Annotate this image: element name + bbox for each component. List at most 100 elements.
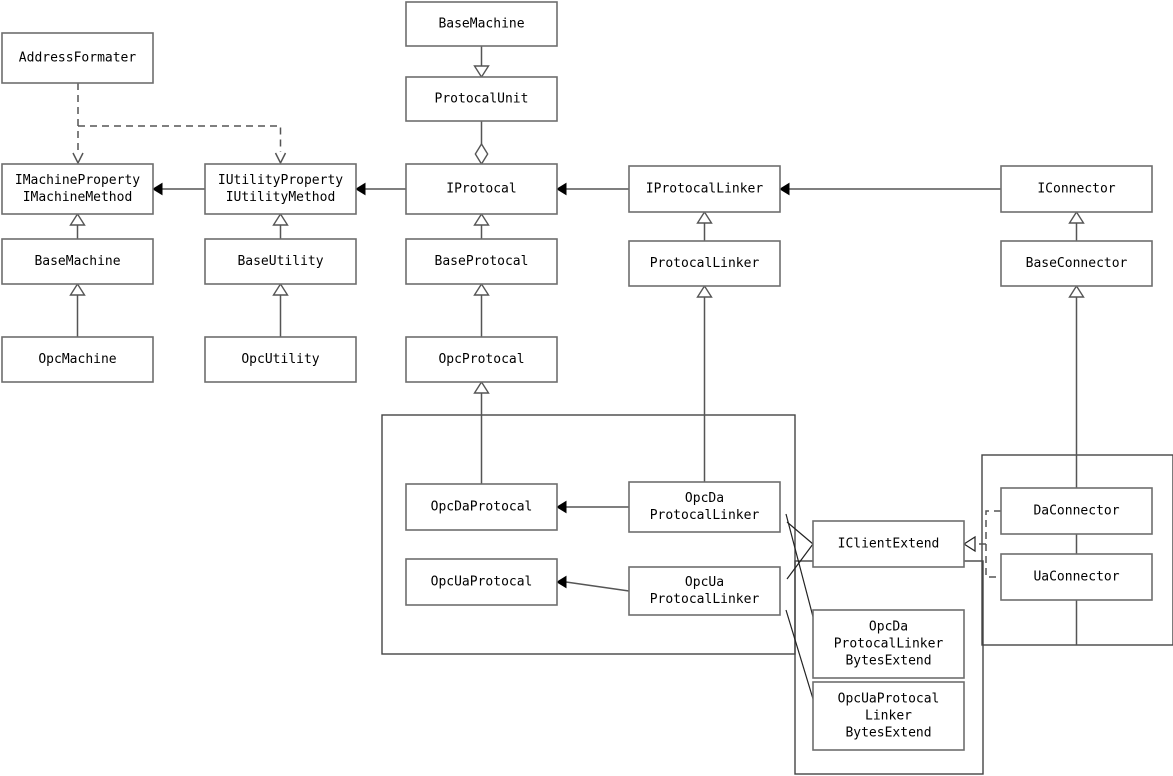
class-node-label: ProtocalLinker bbox=[834, 637, 944, 652]
class-node-baseProtocal[interactable]: BaseProtocal bbox=[405, 238, 558, 285]
class-node-protocalLinker[interactable]: ProtocalLinker bbox=[628, 240, 781, 287]
class-node-box bbox=[1000, 240, 1153, 287]
baseutility-iutility-arrow-icon bbox=[272, 212, 289, 226]
class-node-box bbox=[405, 76, 558, 122]
class-node-label: IMachineProperty bbox=[15, 173, 140, 188]
class-node-box bbox=[1, 238, 154, 285]
class-node-box bbox=[405, 238, 558, 285]
class-node-opcProtocal[interactable]: OpcProtocal bbox=[405, 336, 558, 383]
class-node-label: IClientExtend bbox=[838, 537, 940, 552]
class-node-box bbox=[1000, 553, 1153, 601]
class-node-box bbox=[1000, 165, 1153, 213]
class-node-label: OpcDaProtocal bbox=[431, 500, 533, 515]
iprotocallinker-iprotocal-arrow-icon bbox=[556, 182, 567, 196]
class-node-iClientExtend[interactable]: IClientExtend bbox=[812, 520, 965, 568]
class-node-box bbox=[628, 481, 781, 533]
iconnector-iprotocallinker-arrow-icon bbox=[779, 182, 790, 196]
class-node-opcDaProtocal[interactable]: OpcDaProtocal bbox=[405, 483, 558, 531]
opcdaprotocal-opcprotocal-arrow-icon bbox=[473, 380, 490, 394]
class-node-label: IUtilityProperty bbox=[218, 173, 343, 188]
class-node-label: BaseMachine bbox=[34, 254, 120, 269]
class-node-box bbox=[405, 558, 558, 606]
connectors-iclientextend-arrow-icon bbox=[962, 535, 976, 553]
class-node-opcUaProtocal[interactable]: OpcUaProtocal bbox=[405, 558, 558, 606]
dependency-arrow-imachine-icon bbox=[72, 152, 84, 165]
class-node-box bbox=[1000, 487, 1153, 535]
class-node-box bbox=[405, 163, 558, 215]
edge-opcualinker-opcuaprotocal bbox=[565, 581, 630, 592]
class-node-box bbox=[405, 1, 558, 47]
class-node-opcUtility[interactable]: OpcUtility bbox=[204, 336, 357, 383]
class-node-baseUtility[interactable]: BaseUtility bbox=[204, 238, 357, 285]
class-node-label: OpcDa bbox=[869, 620, 908, 635]
class-node-box bbox=[1, 163, 154, 215]
edge-connectors-bus bbox=[985, 510, 1001, 578]
class-node-label: OpcDa bbox=[685, 491, 724, 506]
class-node-label: ProtocalLinker bbox=[650, 256, 760, 271]
baseprotocal-iprotocal-arrow-icon bbox=[473, 212, 490, 226]
class-node-box bbox=[812, 520, 965, 568]
class-node-box bbox=[812, 681, 965, 751]
opcutility-baseutility-arrow-icon bbox=[272, 282, 289, 296]
class-node-iProtocal[interactable]: IProtocal bbox=[405, 163, 558, 215]
class-node-label: ProtocalLinker bbox=[650, 508, 760, 523]
group-protocalGroup bbox=[381, 414, 796, 655]
edge-addressformater-iutility bbox=[78, 125, 282, 152]
class-node-box bbox=[812, 609, 965, 679]
class-node-label: OpcProtocal bbox=[438, 352, 524, 367]
protocallinker-iprotocallinker-arrow-icon bbox=[696, 210, 713, 224]
class-node-label: IConnector bbox=[1037, 182, 1115, 197]
class-node-addressFormater[interactable]: AddressFormater bbox=[1, 32, 154, 84]
class-node-opcMachine[interactable]: OpcMachine bbox=[1, 336, 154, 383]
class-node-baseMachineTop[interactable]: BaseMachine bbox=[405, 1, 558, 47]
class-node-iConnector[interactable]: IConnector bbox=[1000, 165, 1153, 213]
group-connectorGroup bbox=[981, 454, 1173, 646]
class-node-label: Linker bbox=[865, 709, 912, 724]
class-node-label: OpcUaProtocal bbox=[838, 692, 940, 707]
class-node-box bbox=[405, 336, 558, 383]
class-node-label: BaseProtocal bbox=[435, 254, 529, 269]
dependency-arrow-iutility-icon bbox=[274, 152, 287, 165]
class-node-iProtocalLinker[interactable]: IProtocalLinker bbox=[628, 165, 781, 213]
edge-dabytes-opcdalinker bbox=[785, 513, 818, 633]
protocalunit-iprotocal-diamond-icon bbox=[474, 142, 489, 166]
class-node-baseMachine[interactable]: BaseMachine bbox=[1, 238, 154, 285]
baseconnector-iconnector-arrow-icon bbox=[1068, 210, 1085, 224]
class-node-label: ProtocalUnit bbox=[435, 92, 529, 107]
basemachine-imachine-arrow-icon bbox=[69, 212, 86, 226]
class-node-box bbox=[204, 336, 357, 383]
class-node-label: BaseMachine bbox=[438, 17, 524, 32]
class-node-box bbox=[204, 238, 357, 285]
class-node-protocalUnit[interactable]: ProtocalUnit bbox=[405, 76, 558, 122]
class-node-box bbox=[1, 336, 154, 383]
connectorgroup-baseconnector-arrow-icon bbox=[1068, 284, 1085, 298]
class-node-box bbox=[628, 240, 781, 287]
class-node-daConnector[interactable]: DaConnector bbox=[1000, 487, 1153, 535]
class-node-label: DaConnector bbox=[1033, 504, 1119, 519]
class-node-label: OpcUtility bbox=[241, 352, 319, 367]
opcmachine-basemachine-arrow-icon bbox=[69, 282, 86, 296]
class-node-box bbox=[1, 32, 154, 84]
class-node-label: BytesExtend bbox=[845, 726, 931, 741]
basemachine-protocalunit-arrow-icon bbox=[473, 65, 490, 79]
class-node-label: BaseUtility bbox=[237, 254, 323, 269]
edge-uabytes-opcualinker bbox=[785, 609, 818, 713]
class-nodes: AddressFormaterBaseMachineProtocalUnitIM… bbox=[1, 1, 1153, 751]
class-node-label: BaseConnector bbox=[1026, 256, 1128, 271]
edge-iclientextend-opcualinker bbox=[786, 543, 814, 580]
class-node-label: OpcUaProtocal bbox=[431, 575, 533, 590]
class-node-label: AddressFormater bbox=[19, 51, 137, 66]
class-node-box bbox=[405, 483, 558, 531]
class-node-box bbox=[628, 165, 781, 213]
class-node-uaConnector[interactable]: UaConnector bbox=[1000, 553, 1153, 601]
class-node-baseConnector[interactable]: BaseConnector bbox=[1000, 240, 1153, 287]
class-node-label: UaConnector bbox=[1033, 570, 1119, 585]
class-node-label: OpcUa bbox=[685, 575, 724, 590]
class-node-label: IMachineMethod bbox=[23, 190, 133, 205]
